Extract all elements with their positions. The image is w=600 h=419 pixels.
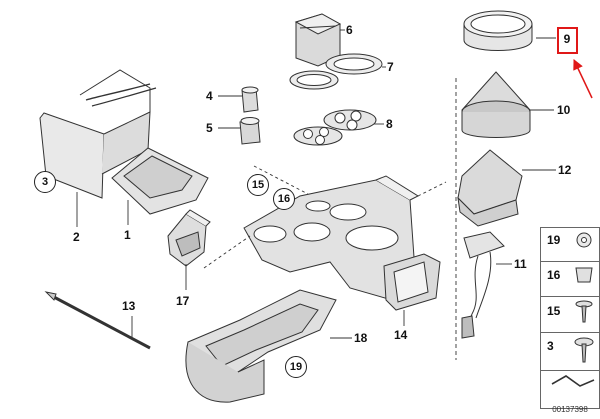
legend-number-16: 16 (547, 268, 561, 282)
part-12-cone (457, 149, 523, 227)
label-9: 9 (563, 32, 571, 46)
label-14: 14 (394, 328, 408, 342)
label-18: 18 (354, 331, 368, 345)
legend-divider (541, 332, 599, 333)
label-8: 8 (386, 117, 393, 131)
legend-number-3: 3 (547, 339, 554, 353)
part-11-connector (461, 231, 505, 339)
label-19: 19 (285, 356, 307, 378)
label-11: 11 (514, 257, 527, 271)
label-3: 3 (34, 171, 56, 193)
part-18-tray (185, 289, 337, 403)
leader-lines (76, 29, 556, 360)
catalog-number: 00137398 (552, 405, 588, 414)
part-5-cap (239, 117, 261, 145)
part-9-trim-ring (463, 10, 533, 51)
part-6-knob (294, 13, 342, 67)
legend-divider (541, 370, 599, 371)
part-10-cone (461, 71, 531, 138)
part-8-ring (323, 109, 377, 131)
legend-icon-catalog (551, 375, 595, 387)
part-8-ring-b (293, 126, 343, 146)
part-14-console (243, 175, 441, 311)
label-16: 16 (273, 188, 295, 210)
label-4: 4 (206, 89, 213, 103)
label-12: 12 (558, 163, 572, 177)
part-4-cap (241, 86, 259, 113)
label-7: 7 (387, 60, 394, 74)
label-17: 17 (176, 294, 190, 308)
legend-icon-15 (575, 300, 593, 323)
label-10: 10 (557, 103, 571, 117)
legend-divider (541, 261, 599, 262)
legend-number-15: 15 (547, 304, 561, 318)
part-17-knob (167, 209, 211, 267)
label-5: 5 (206, 121, 213, 135)
label-6: 6 (346, 23, 353, 37)
legend-icon-19 (576, 232, 592, 248)
fastener-legend: 19 16 15 3 (540, 227, 600, 409)
part-13-cable-tie (44, 291, 151, 350)
part-7-ring (325, 53, 383, 75)
legend-number-19: 19 (547, 233, 561, 247)
label-13: 13 (122, 299, 136, 313)
label-15: 15 (247, 174, 269, 196)
part-7-ring-b (289, 70, 339, 90)
highlight-arrow (573, 59, 593, 99)
legend-icon-3 (574, 337, 594, 363)
label-2: 2 (73, 230, 80, 244)
part-2-panel (39, 69, 157, 199)
legend-icon-16 (575, 267, 593, 283)
highlight-box-9 (557, 27, 578, 54)
part-1-tray (111, 147, 209, 215)
label-1: 1 (124, 228, 131, 242)
legend-divider (541, 296, 599, 297)
